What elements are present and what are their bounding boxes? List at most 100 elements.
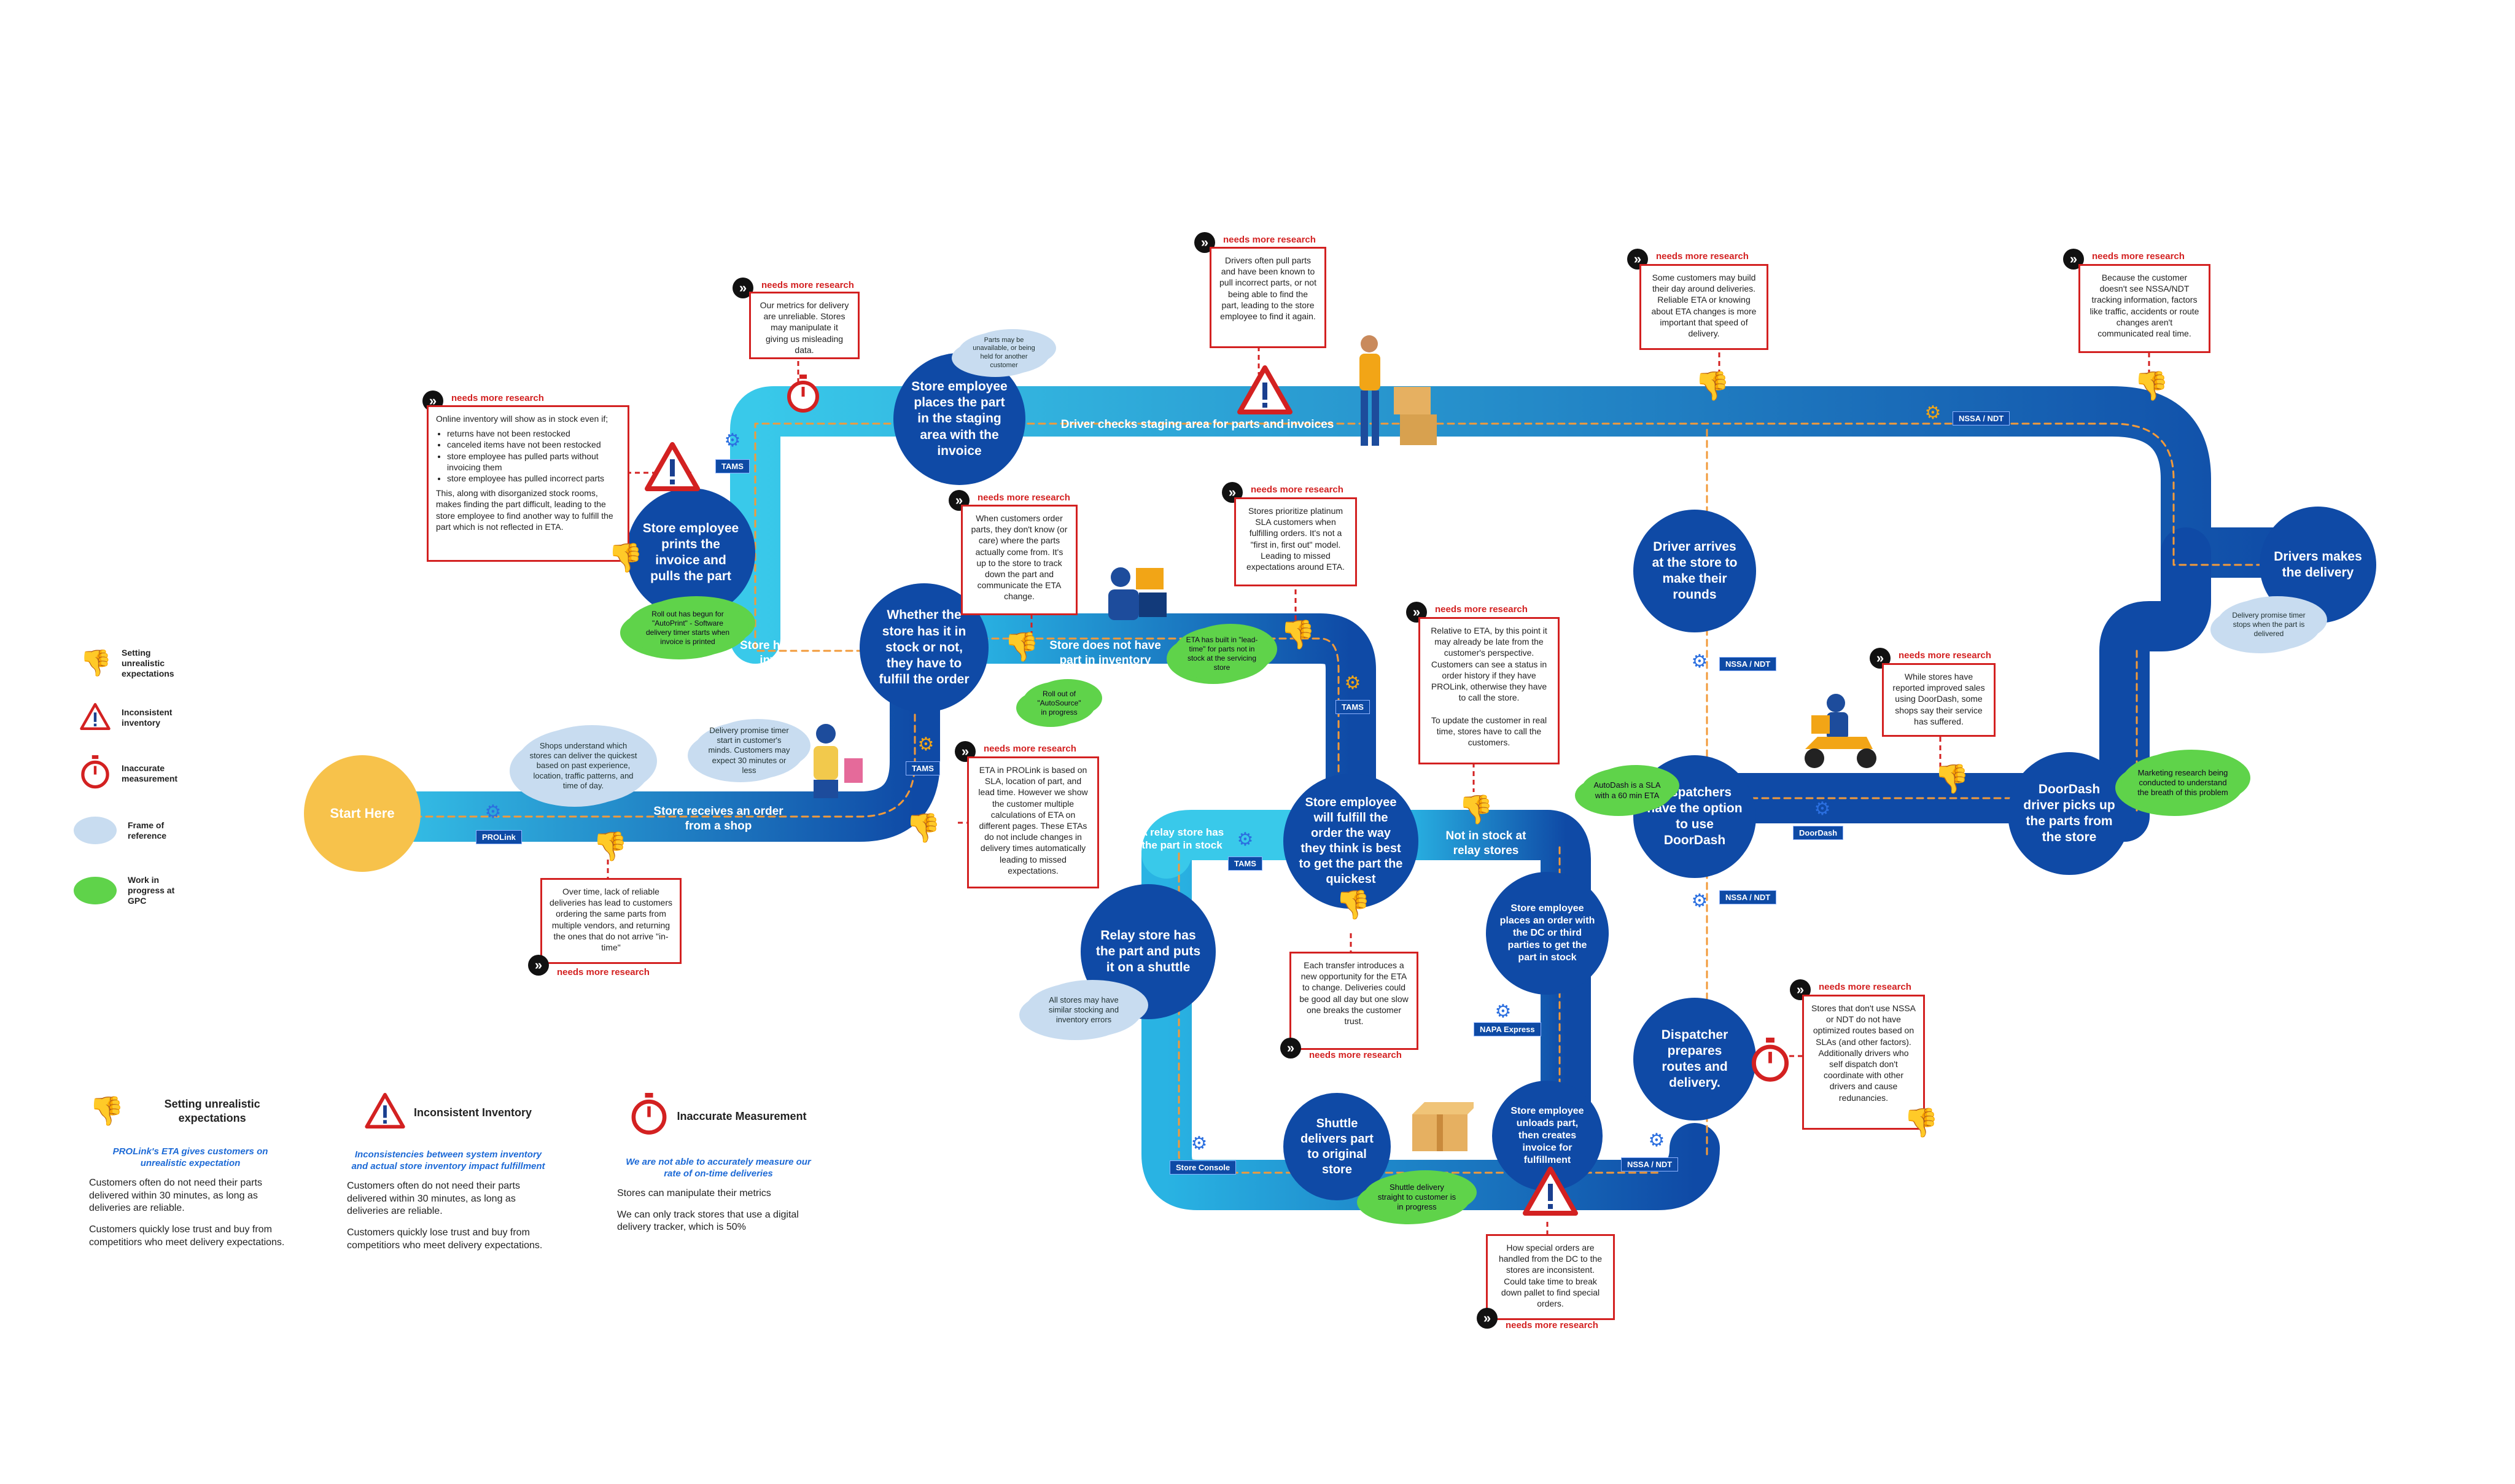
bottom-col-text: We can only track stores that use a digi…	[617, 1209, 799, 1233]
doordash-tag: DoorDash	[1793, 826, 1844, 840]
thumbs-down-icon: 👎	[2134, 370, 2169, 402]
legend-unrealistic: 👎 Setting unrealistic expectations	[80, 648, 189, 678]
warning-triangle-icon	[365, 1093, 405, 1133]
cloud-icon	[74, 817, 117, 844]
thumbs-down-icon: 👎	[1903, 1106, 1939, 1138]
needs-more-research-label: needs more research	[761, 280, 854, 290]
thumbs-down-icon: 👎	[80, 648, 112, 677]
note-customers-dont-know: When customers order parts, they don't k…	[961, 505, 1078, 615]
needs-more-research-label: needs more research	[1309, 1050, 1402, 1060]
stopwatch-icon	[786, 375, 820, 414]
bottom-col-subtitle: Inconsistencies between system inventory…	[351, 1149, 545, 1172]
nssa-ndt-tag: NSSA / NDT	[1621, 1157, 1679, 1171]
bottom-col-subtitle: PROLink's ETA gives customers on unreali…	[112, 1146, 268, 1169]
bottom-col-title: Setting unrealistic expectations	[164, 1097, 260, 1124]
needs-more-research-label: needs more research	[1819, 982, 1911, 992]
legend-wip: Work in progress at GPC	[74, 875, 195, 906]
note-outro: This, along with disorganized stock room…	[436, 488, 613, 532]
unloads-node[interactable]: Store employee unloads part, then create…	[1492, 1081, 1603, 1191]
green-cloud-icon	[74, 876, 117, 904]
thumbs-down-icon: 👎	[1934, 763, 1970, 794]
note-list: returns have not been restocked canceled…	[436, 428, 620, 484]
legend-label: Inaccurate measurement	[122, 763, 178, 783]
does-not-have-label: Store does not have part in inventory	[1049, 639, 1161, 667]
wip-marketing: Marketing research being conducted to un…	[2121, 752, 2244, 814]
note-relative-eta: Relative to ETA, by this point it may al…	[1418, 617, 1560, 764]
needs-more-research-label: needs more research	[557, 967, 650, 977]
frame-cloud-similar-stocking: All stores may have similar stocking and…	[1025, 982, 1142, 1038]
thumbs-down-icon: 👎	[1280, 618, 1316, 650]
thumbs-down-icon: 👎	[1695, 370, 1730, 402]
note-pull-parts: Drivers often pull parts and have been k…	[1210, 247, 1326, 348]
bottom-col-inconsistent: Inconsistent Inventory Inconsistencies b…	[347, 1093, 550, 1261]
thumbs-down-icon: 👎	[1004, 631, 1040, 662]
legend-label: Frame of reference	[128, 820, 167, 841]
places-order-dc-node[interactable]: Store employee places an order with the …	[1486, 872, 1609, 995]
needs-more-research-label: needs more research	[1251, 484, 1343, 495]
legend-inconsistent: Inconsistent inventory	[80, 703, 189, 732]
note-build-day: Some customers may build their day aroun…	[1639, 264, 1768, 350]
wip-autoprint: Roll out has begun for "AutoPrint" - Sof…	[626, 599, 749, 657]
needs-more-research-label: needs more research	[1435, 604, 1528, 615]
thumbs-down-icon: 👎	[89, 1095, 125, 1127]
note-list-item: canceled items have not been restocked	[447, 439, 620, 450]
start-here-node[interactable]: Start Here	[304, 755, 421, 872]
note-nssa-tracking: Because the customer doesn't see NSSA/ND…	[2078, 264, 2210, 353]
thumbs-down-icon: 👎	[1458, 793, 1494, 825]
dispatcher-routes-node[interactable]: Dispatcher prepares routes and delivery.	[1633, 998, 1756, 1121]
frame-cloud-timer-stops: Delivery promise timer stops when the pa…	[2217, 599, 2321, 651]
fulfill-way-node[interactable]: Store employee will fulfill the order th…	[1283, 774, 1418, 909]
warehouse-worker-illustration	[1351, 332, 1443, 457]
nssa-ndt-tag: NSSA / NDT	[1719, 657, 1777, 671]
prints-invoice-node[interactable]: Store employee prints the invoice and pu…	[626, 488, 755, 617]
tams-tag: TAMS	[1228, 857, 1262, 871]
gear-icon: ⚙	[724, 430, 741, 451]
gear-icon: ⚙	[1691, 891, 1708, 911]
gear-icon: ⚙	[1924, 403, 1942, 423]
legend-label: Work in progress at GPC	[128, 875, 175, 906]
needs-more-research-label: needs more research	[1899, 650, 1991, 661]
note-optimized-routes: Stores that don't use NSSA or NDT do not…	[1802, 995, 1925, 1130]
stopwatch-icon	[630, 1093, 668, 1140]
note-transfer: Each transfer introduces a new opportuni…	[1289, 952, 1418, 1050]
wip-shuttle-straight: Shuttle delivery straight to customer is…	[1363, 1173, 1471, 1222]
gear-icon: ⚙	[1237, 829, 1254, 850]
double-chevron-icon: »	[1477, 1308, 1498, 1329]
legend-label: Inconsistent inventory	[122, 707, 173, 728]
wip-autosource: Roll out of "AutoSource" in progress	[1022, 682, 1096, 725]
gear-icon: ⚙	[1191, 1133, 1208, 1154]
wip-autodash: AutoDash is a SLA with a 60 min ETA	[1581, 767, 1673, 814]
needs-more-research-label: needs more research	[2092, 251, 2185, 262]
thumbs-down-icon: 👎	[593, 830, 628, 862]
relay-has-label: A relay store has the part in stock	[1140, 826, 1224, 852]
gear-icon: ⚙	[1495, 1001, 1512, 1022]
bottom-col-title: Inconsistent Inventory	[413, 1106, 532, 1119]
not-relay-label: Not in stock at relay stores	[1445, 829, 1526, 857]
driver-arrives-node[interactable]: Driver arrives at the store to make thei…	[1633, 510, 1756, 632]
tams-tag: TAMS	[715, 459, 750, 473]
stopwatch-icon	[80, 755, 111, 791]
note-online-inventory: Online inventory will show as in stock e…	[427, 405, 629, 562]
bottom-col-text: Customers quickly lose trust and buy fro…	[347, 1227, 543, 1251]
doordash-driver-node[interactable]: DoorDash driver picks up the parts from …	[2008, 752, 2131, 875]
napa-express-tag: NAPA Express	[1474, 1022, 1541, 1036]
warning-triangle-icon	[80, 703, 111, 732]
bottom-col-text: Customers quickly lose trust and buy fro…	[89, 1224, 285, 1248]
needs-more-research-label: needs more research	[451, 393, 544, 403]
double-chevron-icon: »	[1280, 1038, 1301, 1059]
frame-cloud-unavailable: Parts may be unavailable, or being held …	[958, 332, 1050, 375]
legend-frame: Frame of reference	[74, 817, 195, 844]
frame-cloud-promise-timer: Delivery promise timer start in customer…	[694, 721, 804, 780]
bottom-col-text: Customers often do not need their parts …	[347, 1180, 520, 1217]
tams-tag: TAMS	[1335, 700, 1370, 714]
staging-node[interactable]: Store employee places the part in the st…	[893, 353, 1025, 485]
store-receives-label: Store receives an order from a shop	[653, 805, 783, 833]
note-doordash-sales: While stores have reported improved sale…	[1882, 663, 1996, 737]
legend-label: Setting unrealistic expectations	[122, 648, 174, 678]
wip-lead-time: ETA has built in "lead-time" for parts n…	[1173, 626, 1271, 682]
note-list-item: store employee has pulled incorrect part…	[447, 473, 620, 484]
bottom-col-text: Customers often do not need their parts …	[89, 1177, 262, 1214]
note-intro: Online inventory will show as in stock e…	[436, 414, 608, 424]
driver-checks-label: Driver checks staging area for parts and…	[1060, 418, 1334, 431]
